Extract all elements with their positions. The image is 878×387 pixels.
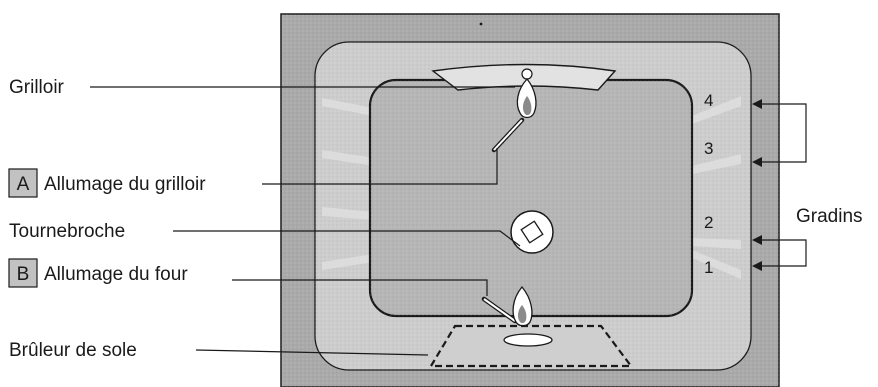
- rack-number-2: 2: [704, 213, 713, 232]
- rack-slot: [692, 238, 741, 249]
- rotisserie-icon: [510, 210, 554, 254]
- arrow-icon: [752, 261, 762, 271]
- burner-flame-icon: [512, 285, 533, 327]
- rack-slot: [322, 150, 374, 166]
- rack-number-4: 4: [704, 91, 713, 110]
- panel-dot: [479, 22, 483, 26]
- arrow-icon: [752, 235, 762, 245]
- arrow-icon: [752, 157, 762, 167]
- burner-cap: [503, 333, 553, 347]
- leader-allumage-four: [232, 279, 488, 296]
- arrow-icon: [752, 99, 762, 109]
- gradins-arrowheads: [752, 99, 762, 271]
- left-rack-slots: [322, 98, 374, 270]
- label-grilloir: Grilloir: [9, 77, 65, 98]
- label-bruleur-sole: Brûleur de sole: [9, 340, 137, 361]
- leader-allumage-grilloir: [262, 148, 498, 185]
- rack-slot: [692, 250, 741, 279]
- rack-number-3: 3: [704, 139, 713, 158]
- rack-slot: [322, 98, 374, 116]
- rack-slot: [692, 154, 741, 174]
- grill-match-icon: [491, 117, 525, 153]
- label-allumage-grilloir: Allumage du grilloir: [44, 174, 206, 195]
- marker-box-a: [8, 168, 38, 198]
- rack-slot: [322, 254, 374, 270]
- grill-flame-icon: [516, 68, 537, 119]
- label-allumage-four: Allumage du four: [44, 264, 188, 285]
- oven-match-icon: [481, 296, 518, 324]
- marker-box-b: [8, 258, 38, 288]
- label-tournebroche: Tournebroche: [9, 221, 125, 242]
- oven-cavity-texture: [370, 80, 692, 316]
- leader-lines: [90, 86, 521, 356]
- marker-letter-b: B: [17, 264, 30, 285]
- rack-slot: [692, 96, 741, 124]
- right-rack-slots: [692, 96, 741, 279]
- leader-bruleur-sole: [195, 349, 429, 356]
- label-gradins: Gradins: [796, 206, 863, 227]
- marker-letter-a: A: [17, 174, 30, 195]
- leader-tournebroche: [173, 230, 521, 247]
- rack-slot: [322, 207, 374, 220]
- rack-number-1: 1: [704, 258, 713, 277]
- gradins-brackets: [757, 103, 807, 267]
